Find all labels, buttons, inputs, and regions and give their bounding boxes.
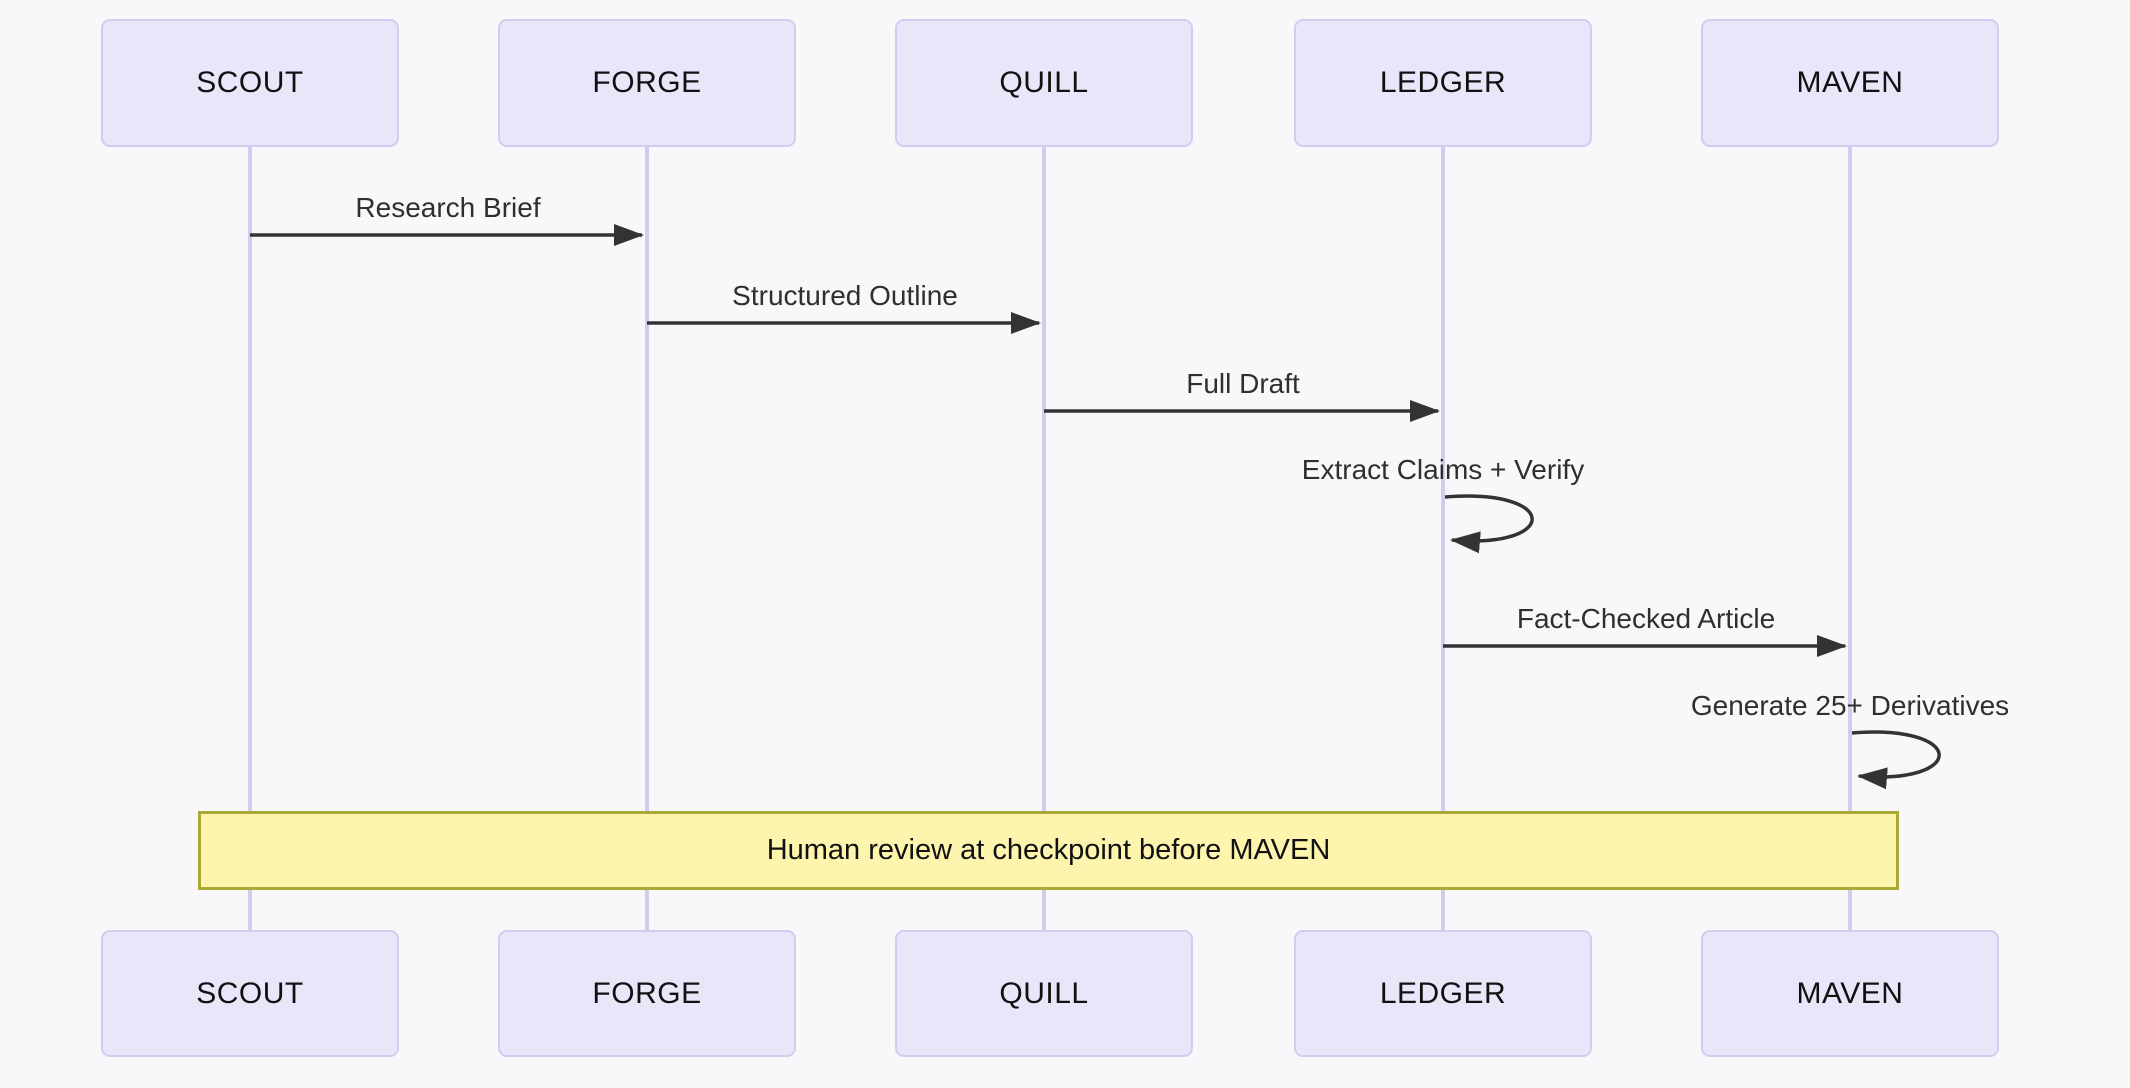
- actor-forge-top: FORGE: [498, 19, 796, 147]
- actor-label: MAVEN: [1796, 66, 1904, 99]
- self-loop-generate-derivatives: [1851, 730, 1941, 790]
- message-label-full-draft: Full Draft: [1186, 368, 1300, 399]
- message-label-research-brief: Research Brief: [355, 192, 541, 223]
- actor-label: FORGE: [592, 66, 702, 99]
- message-label-extract-claims: Extract Claims + Verify: [1301, 454, 1585, 485]
- actor-label: LEDGER: [1379, 66, 1507, 99]
- self-loop-extract-claims: [1444, 494, 1534, 554]
- lifeline-ledger: [1441, 147, 1445, 930]
- actor-label: MAVEN: [1796, 976, 1904, 1010]
- actor-label: SCOUT: [196, 976, 304, 1010]
- message-label-structured-outline: Structured Outline: [732, 280, 958, 311]
- actor-maven-bottom: MAVEN: [1701, 930, 1999, 1057]
- actor-quill-bottom: QUILL: [895, 930, 1193, 1057]
- note-text: Human review at checkpoint before MAVEN: [766, 834, 1331, 866]
- note-human-review: Human review at checkpoint before MAVEN: [198, 811, 1899, 890]
- lifeline-maven: [1848, 147, 1852, 930]
- message-label-generate-derivatives: Generate 25+ Derivatives: [1690, 690, 2010, 721]
- actor-label: FORGE: [592, 976, 702, 1010]
- actor-label: QUILL: [999, 976, 1089, 1010]
- message-label-fact-checked-article: Fact-Checked Article: [1516, 603, 1776, 634]
- actor-label: QUILL: [999, 66, 1089, 99]
- lifeline-quill: [1042, 147, 1046, 930]
- lifeline-forge: [645, 147, 649, 930]
- actor-quill-top: QUILL: [895, 19, 1193, 147]
- actor-ledger-top: LEDGER: [1294, 19, 1592, 147]
- actor-scout-top: SCOUT: [101, 19, 399, 147]
- actor-forge-bottom: FORGE: [498, 930, 796, 1057]
- actor-label: LEDGER: [1379, 976, 1507, 1010]
- actor-maven-top: MAVEN: [1701, 19, 1999, 147]
- actor-scout-bottom: SCOUT: [101, 930, 399, 1057]
- actor-ledger-bottom: LEDGER: [1294, 930, 1592, 1057]
- lifeline-scout: [248, 147, 252, 930]
- actor-label: SCOUT: [196, 66, 304, 99]
